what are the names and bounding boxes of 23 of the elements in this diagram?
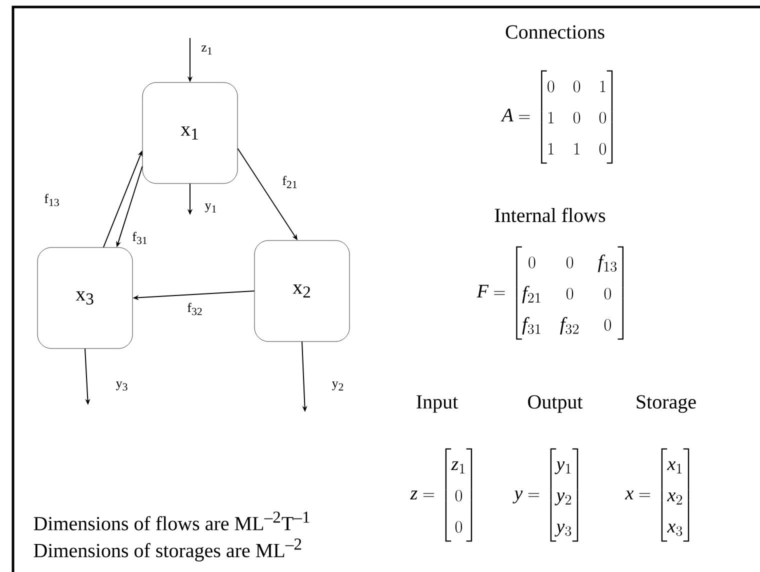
matrix-equation: $F = \begin{bmatrix}0 & 0 & f_{13}\\ f_{21} & 0 & 0\\ f_{31} & f_{32} & 0\end{bmatrix}$ [476,246,624,340]
heading: Input [416,395,458,413]
edge-label: y$_{2}$ [332,382,344,390]
edge-label: f$_{31}$ [132,232,147,244]
compartment-box: x$_{2}$ [254,240,350,342]
heading: Output [528,395,583,413]
edge-label: y$_{1}$ [204,204,216,212]
edge-label: f$_{32}$ [188,302,202,316]
matrix-equation: $A = \begin{bmatrix}0 & 0 & 1\\ 1 & 0 & 0\\ 1 & 1 & 0\end{bmatrix}$ [500,70,613,164]
edge-label: z$_{1}$ [202,46,212,54]
vector-equation: $z = \begin{bmatrix}z_{1}\\ 0\\ 0\end{bmatrix}$ [410,448,472,542]
note-text: Dimensions of storages are ML$^{–2}$ [34,538,302,562]
edge-label: y$_{3}$ [116,381,128,391]
heading: Storage [636,395,696,413]
note-text: Dimensions of flows are ML$^{–2}$T$^{–1}$ [34,512,310,530]
vector-equation: $x = \begin{bmatrix}x_{1}\\ x_{2}\\ x_{3}\end{bmatrix}$ [625,448,690,542]
compartment-box: x$_{3}$ [37,247,133,349]
heading: Internal flows [494,208,606,222]
compartment-box: x$_{1}$ [142,82,238,184]
edge-label: f$_{13}$ [44,194,59,206]
vector-equation: $y = \begin{bmatrix}y_{1}\\ y_{2}\\ y_{3}\end{bmatrix}$ [512,448,578,542]
heading: Connections [506,25,604,39]
edge-label: f$_{21}$ [282,176,297,188]
